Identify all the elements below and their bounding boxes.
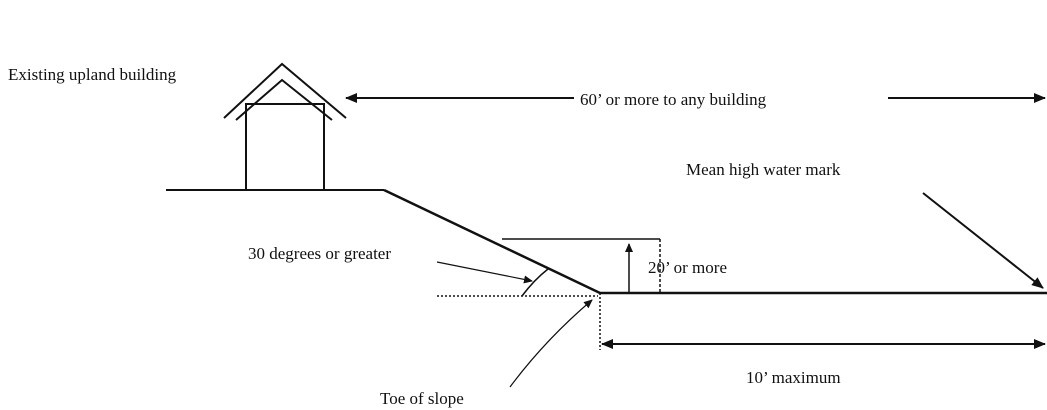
existing-building-label: Existing upland building bbox=[8, 65, 177, 84]
bank-height-indicator bbox=[502, 238, 661, 293]
slope-angle-label: 30 degrees or greater bbox=[248, 244, 391, 263]
setback-label-background bbox=[576, 86, 882, 112]
ground-profile bbox=[166, 188, 1047, 295]
toe-of-slope-label: Toe of slope bbox=[380, 389, 464, 408]
max-width-label: 10’ maximum bbox=[746, 368, 841, 387]
mean-high-water-leader bbox=[922, 192, 1044, 289]
slope-angle-leader bbox=[436, 261, 533, 284]
toe-of-slope-leader bbox=[509, 299, 593, 388]
upland-building-icon bbox=[223, 62, 347, 191]
slope-angle-marker bbox=[436, 261, 598, 297]
mean-high-water-label: Mean high water mark bbox=[686, 160, 841, 179]
bank-height-label: 20’ or more bbox=[648, 258, 727, 277]
setback-distance-label: 60’ or more to any building bbox=[580, 90, 767, 109]
